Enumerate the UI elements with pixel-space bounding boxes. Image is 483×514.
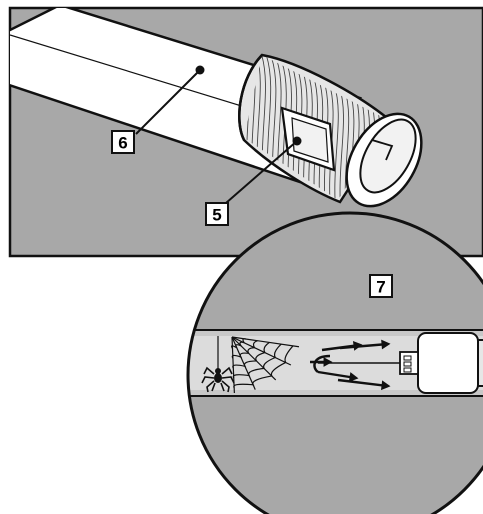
callout-7-label: 7	[376, 278, 385, 297]
callout-6-label: 6	[118, 134, 127, 153]
leader-line-6	[135, 69, 201, 135]
callout-5-label: 5	[212, 206, 221, 225]
leader-line-5	[225, 140, 298, 204]
magnifier-ring	[186, 211, 483, 514]
airflow-arrows	[310, 339, 391, 391]
cobweb-icon	[231, 336, 300, 393]
mantle-end	[318, 332, 483, 394]
callout-5: 5	[205, 202, 229, 226]
leader-dot-5	[292, 136, 302, 146]
spider-icon	[201, 336, 235, 393]
top-panel: 6 5	[8, 6, 483, 258]
callout-7: 7	[369, 274, 393, 298]
leader-dot-6	[195, 65, 205, 75]
callout-6: 6	[111, 130, 135, 154]
